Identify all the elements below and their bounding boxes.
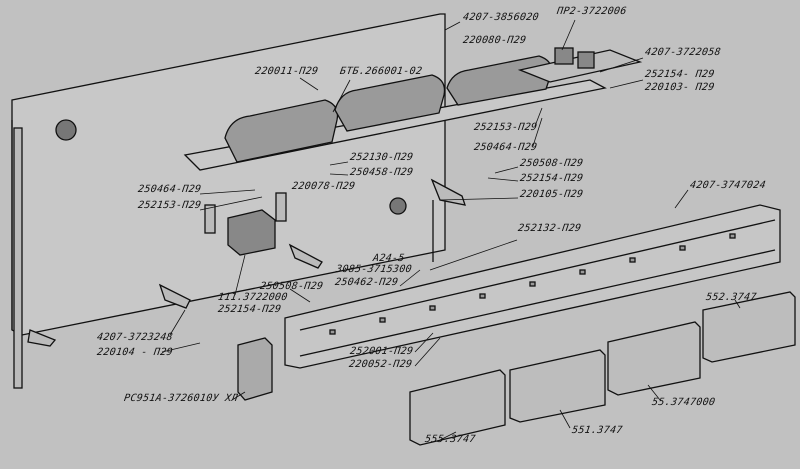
part-label: 250464-П29 <box>137 184 202 195</box>
knob <box>55 119 77 141</box>
part-label: 250508-П29 <box>519 158 584 169</box>
part-label: 250462-П29 <box>334 277 399 288</box>
part-label: 555.3747 <box>424 434 477 445</box>
panel-post <box>13 127 23 389</box>
part-label: 551.3747 <box>571 425 624 436</box>
bracket <box>158 283 191 309</box>
part-label: 552.3747 <box>705 292 758 303</box>
part-label: 220011-П29 <box>254 66 319 77</box>
buzzer <box>389 197 407 215</box>
part-label: 252130-П29 <box>349 152 414 163</box>
part-label: РС951А-3726010У ХЛ <box>123 393 239 404</box>
rail-slots <box>329 233 736 335</box>
part-label: 220103- П29 <box>644 82 716 93</box>
part-label: 250464-П29 <box>473 142 538 153</box>
part-label: 4207-3856020 <box>462 12 540 23</box>
bracket <box>288 243 323 269</box>
part-label: 250458-П29 <box>349 167 414 178</box>
part-label: 252153-П29 <box>473 122 538 133</box>
part-label: 252154- П29 <box>644 69 716 80</box>
part-label: А24-5 <box>372 253 406 264</box>
part-label: 220078-П29 <box>291 181 356 192</box>
part-label: 252154-П29 <box>217 304 282 315</box>
part-label: 220052-П29 <box>348 359 413 370</box>
part-label: ПР2-3722006 <box>556 6 628 17</box>
bracket <box>27 329 57 347</box>
relay-111 <box>227 209 276 256</box>
part-label: 220105-П29 <box>519 189 584 200</box>
part-label: 220104 - П29 <box>96 347 174 358</box>
part-label: 252132-П29 <box>517 223 582 234</box>
part-label: 252154-П29 <box>519 173 584 184</box>
part-label: 220080-П29 <box>462 35 527 46</box>
connector-rc951a <box>237 337 273 401</box>
part-label: 55.3747000 <box>651 397 716 408</box>
bracket <box>430 178 466 206</box>
part-label: БТБ.266001-02 <box>339 66 423 77</box>
part-label: 4207-3747024 <box>689 180 767 191</box>
part-label: 4207-3722058 <box>644 47 722 58</box>
part-label: 252001-П29 <box>349 346 414 357</box>
part-label: 4207-3723248 <box>96 332 174 343</box>
module-blocks <box>409 291 796 446</box>
part-label: 250508-П29 <box>259 281 324 292</box>
part-label: 252153-П29 <box>137 200 202 211</box>
part-label: 3085-3715300 <box>335 264 413 275</box>
part-label: 111.3722000 <box>217 292 289 303</box>
